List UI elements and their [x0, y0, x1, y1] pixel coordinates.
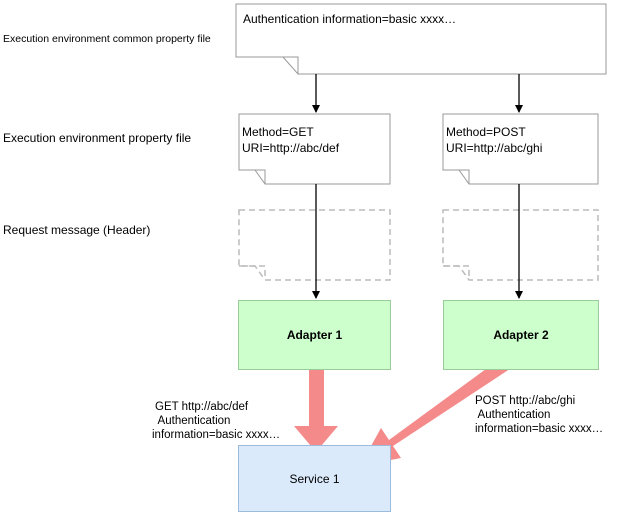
request-message-document-2: [442, 209, 599, 281]
request-note-1-line3: information=basic xxxx…: [152, 429, 281, 441]
service-1-label: Service 1: [289, 471, 340, 486]
property-doc-2-method: Method=POST: [446, 125, 526, 139]
label-common-property-file: Execution environment common property fi…: [3, 33, 211, 45]
request-message-document-2-fold: [443, 265, 470, 280]
common-property-text: Authentication information=basic xxxx…: [243, 12, 457, 26]
request-note-2-line2: Authentication: [475, 409, 551, 421]
adapter-1-label: Adapter 1: [286, 328, 343, 342]
request-arrow-adapter-1: [294, 352, 338, 452]
label-property-file: Execution environment property file: [3, 131, 192, 145]
property-doc-1-uri: URI=http://abc/def: [242, 141, 340, 155]
request-message-document-1-fold: [239, 265, 266, 280]
request-note-2-line3: information=basic xxxx…: [475, 423, 604, 435]
property-document-2-fold: [443, 169, 470, 184]
property-doc-2-uri: URI=http://abc/ghi: [446, 141, 543, 155]
property-document-1-fold: [239, 169, 266, 184]
service-1-box: Service 1: [238, 445, 391, 512]
request-note-1-line2: Authentication: [155, 415, 231, 427]
request-arrow-adapter-2: [360, 347, 525, 466]
adapter-2-label: Adapter 2: [493, 328, 549, 342]
request-message-document-1: [238, 209, 391, 281]
adapter-1-box: Adapter 1: [238, 300, 391, 370]
label-request-message: Request message (Header): [3, 223, 151, 237]
common-property-document-fold: [236, 56, 299, 74]
property-doc-1-method: Method=GET: [242, 125, 314, 139]
request-note-1-line1: GET http://abc/def: [155, 401, 249, 413]
adapter-2-box: Adapter 2: [443, 300, 599, 370]
request-note-2-line1: POST http://abc/ghi: [475, 395, 576, 407]
